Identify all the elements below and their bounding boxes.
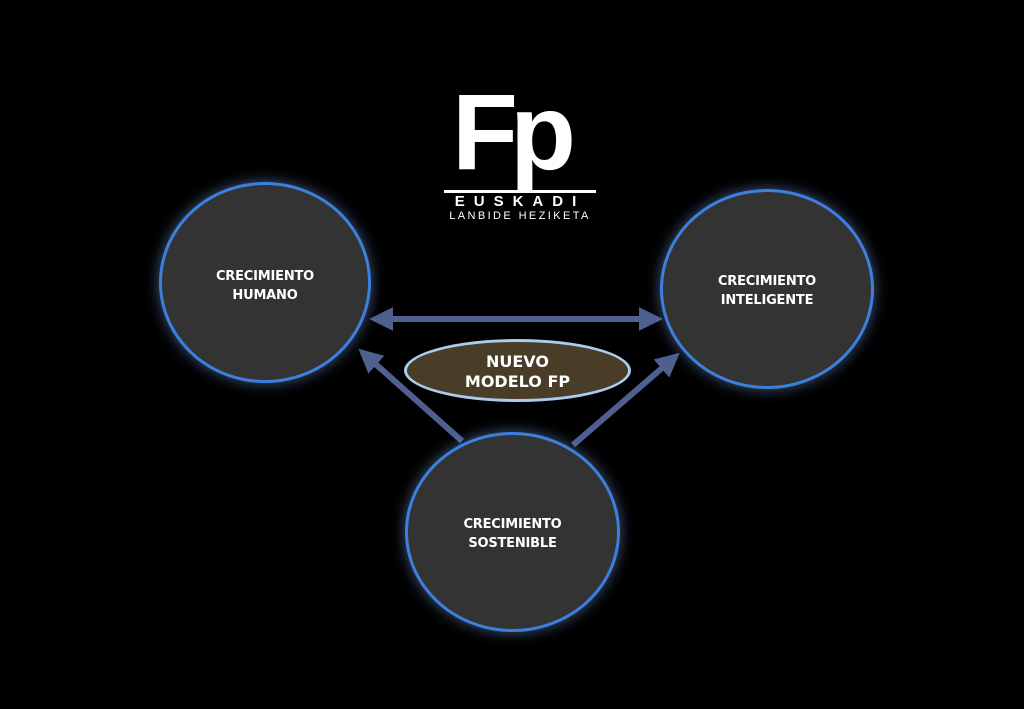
node-crecimiento-inteligente: CRECIMIENTO INTELIGENTE <box>660 189 874 389</box>
node-crecimiento-sostenible: CRECIMIENTO SOSTENIBLE <box>405 432 620 632</box>
center-label-line1: NUEVO <box>485 352 549 371</box>
node-label: CRECIMIENTO SOSTENIBLE <box>408 515 617 553</box>
center-label: NUEVO MODELO FP <box>407 352 628 392</box>
logo-fp-text: Fp <box>452 71 576 192</box>
node-label: CRECIMIENTO HUMANO <box>162 267 368 305</box>
center-nuevo-modelo-fp: NUEVO MODELO FP <box>404 339 631 402</box>
arrow-sostenible-humano <box>358 348 464 444</box>
logo-divider <box>444 190 596 193</box>
node-label-line2: SOSTENIBLE <box>468 536 557 551</box>
center-label-line2: MODELO FP <box>464 372 571 391</box>
arrow-sostenible-inteligente <box>571 352 680 448</box>
node-label-line1: CRECIMIENTO <box>215 269 315 284</box>
logo-region-text: EUSKADI <box>454 193 586 210</box>
node-label-line1: CRECIMIENTO <box>463 517 562 532</box>
node-label-line2: HUMANO <box>232 288 298 303</box>
node-label-line1: CRECIMIENTO <box>717 274 817 289</box>
logo-subtitle-text: LANBIDE HEZIKETA <box>449 210 591 222</box>
fp-euskadi-logo: Fp EUSKADI LANBIDE HEZIKETA <box>444 71 596 224</box>
node-label: CRECIMIENTO INTELIGENTE <box>663 272 871 310</box>
node-label-line2: INTELIGENTE <box>720 293 814 308</box>
node-crecimiento-humano: CRECIMIENTO HUMANO <box>159 182 371 383</box>
